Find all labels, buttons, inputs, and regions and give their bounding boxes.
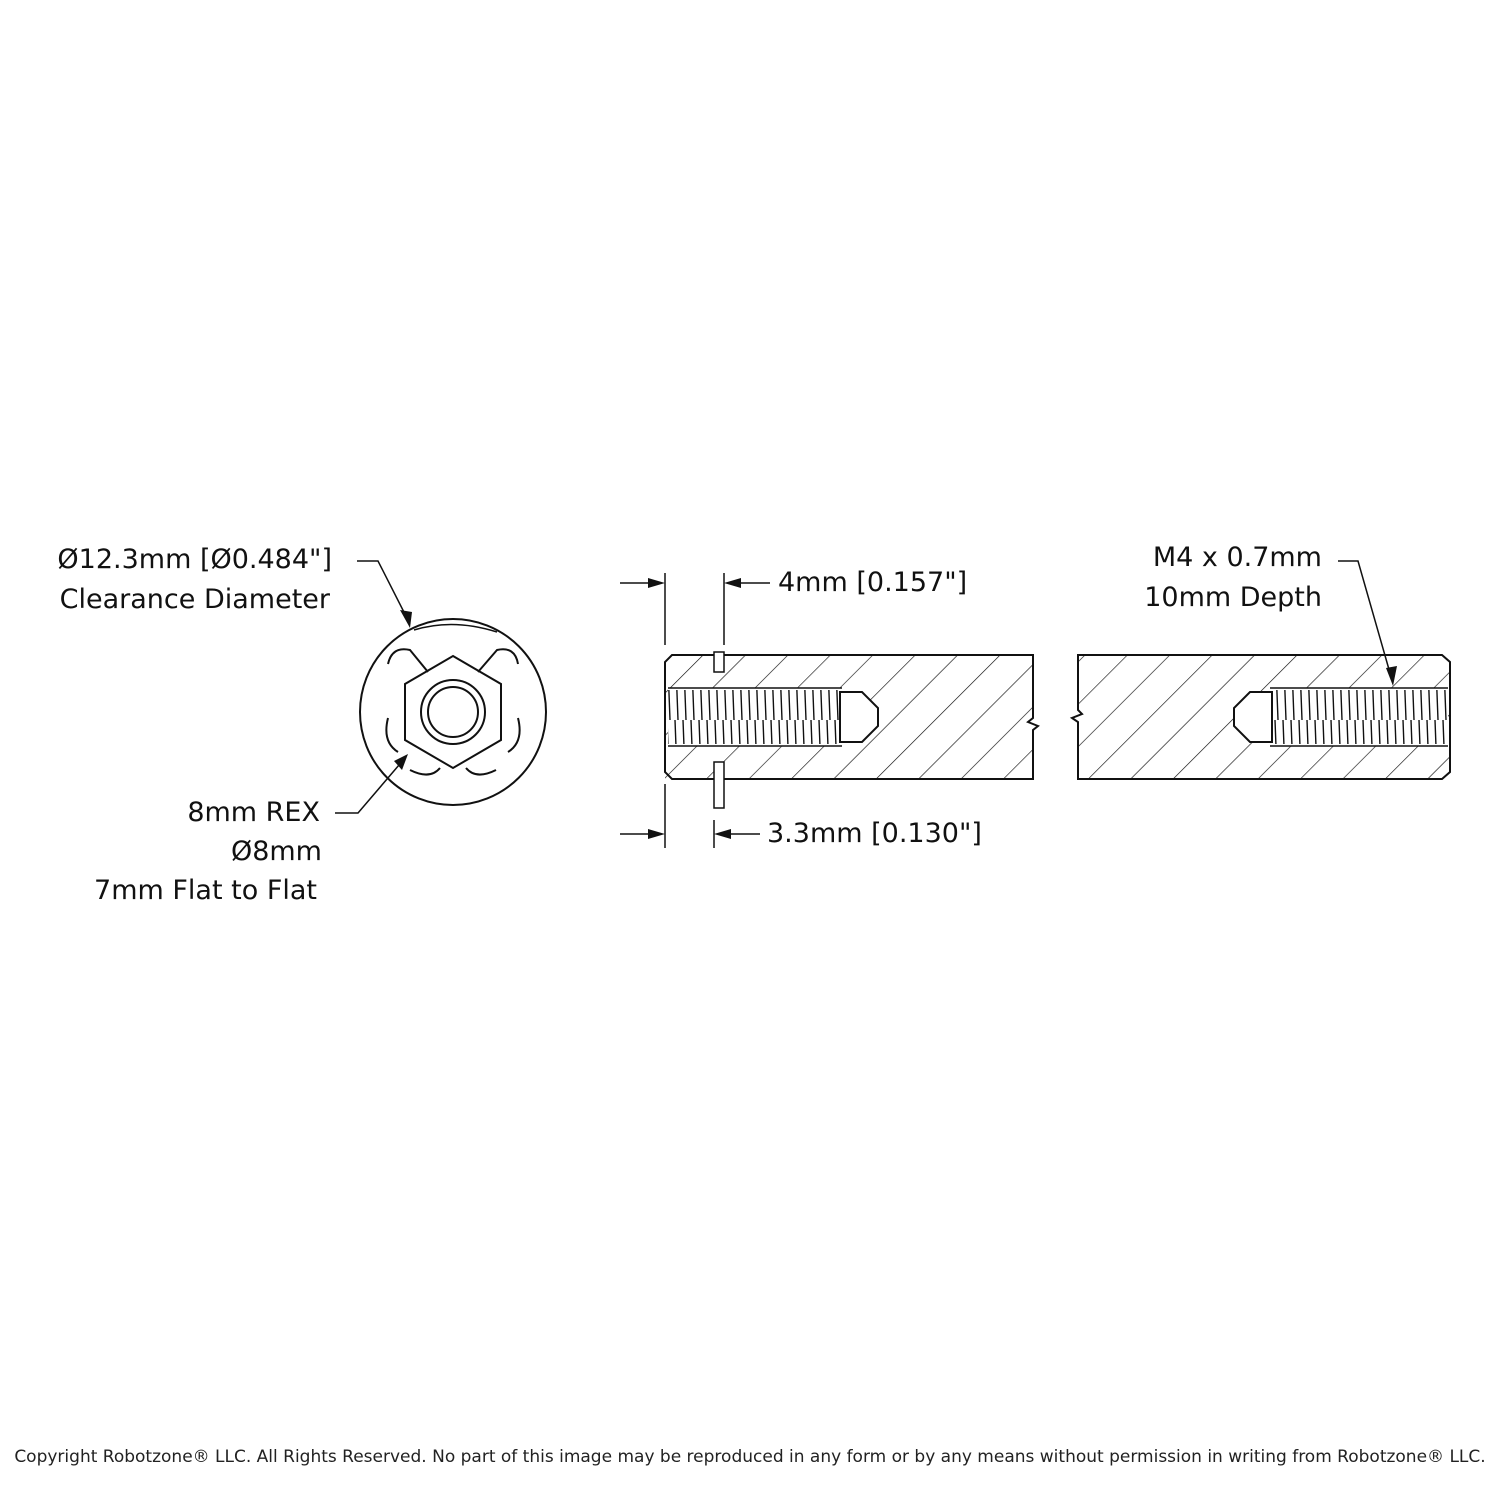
arrowhead	[1386, 666, 1397, 686]
label-rex-flat: 7mm Flat to Flat	[94, 875, 317, 906]
hex-profile	[404, 654, 502, 770]
clearance-circle	[359, 618, 547, 806]
petal-lobe	[409, 767, 441, 776]
petal-lobe	[507, 717, 521, 753]
label-rex-name: 8mm REX	[187, 797, 320, 828]
label-thread-spec: M4 x 0.7mm	[1152, 542, 1322, 573]
counterbore-marker-bottom	[713, 761, 725, 809]
counterbore-marker-top	[713, 651, 725, 673]
thread-outer-circle	[420, 679, 486, 745]
section-view-left	[664, 651, 1040, 809]
dimension-3-3mm	[620, 784, 760, 848]
standoff-body-right	[1069, 654, 1451, 780]
label-clearance-dimension: Ø12.3mm [Ø0.484"]	[57, 544, 332, 575]
standoff-body-left	[664, 654, 1040, 780]
clearance-arc-callout	[413, 623, 498, 633]
petal-lobe	[465, 767, 497, 776]
leader-thread	[1338, 560, 1393, 681]
dimension-4mm	[620, 573, 770, 645]
label-clearance-name: Clearance Diameter	[59, 584, 330, 615]
end-view	[335, 560, 547, 814]
arrowhead	[394, 754, 408, 770]
arrowhead	[400, 610, 412, 628]
petal-lobe	[385, 717, 399, 753]
copyright-notice: Copyright Robotzone® LLC. All Rights Res…	[14, 1447, 1486, 1467]
label-thread-depth: 10mm Depth	[1144, 582, 1322, 613]
section-view-right	[1069, 560, 1451, 780]
petal-lobe	[387, 648, 429, 673]
thread-inner-circle	[427, 686, 479, 738]
label-depth-3-3mm: 3.3mm [0.130"]	[767, 818, 982, 849]
petal-lobe	[477, 648, 519, 673]
label-rex-diameter: Ø8mm	[230, 836, 322, 867]
leader-rex	[335, 757, 406, 814]
leader-clearance	[357, 560, 411, 625]
label-depth-4mm: 4mm [0.157"]	[778, 567, 968, 598]
